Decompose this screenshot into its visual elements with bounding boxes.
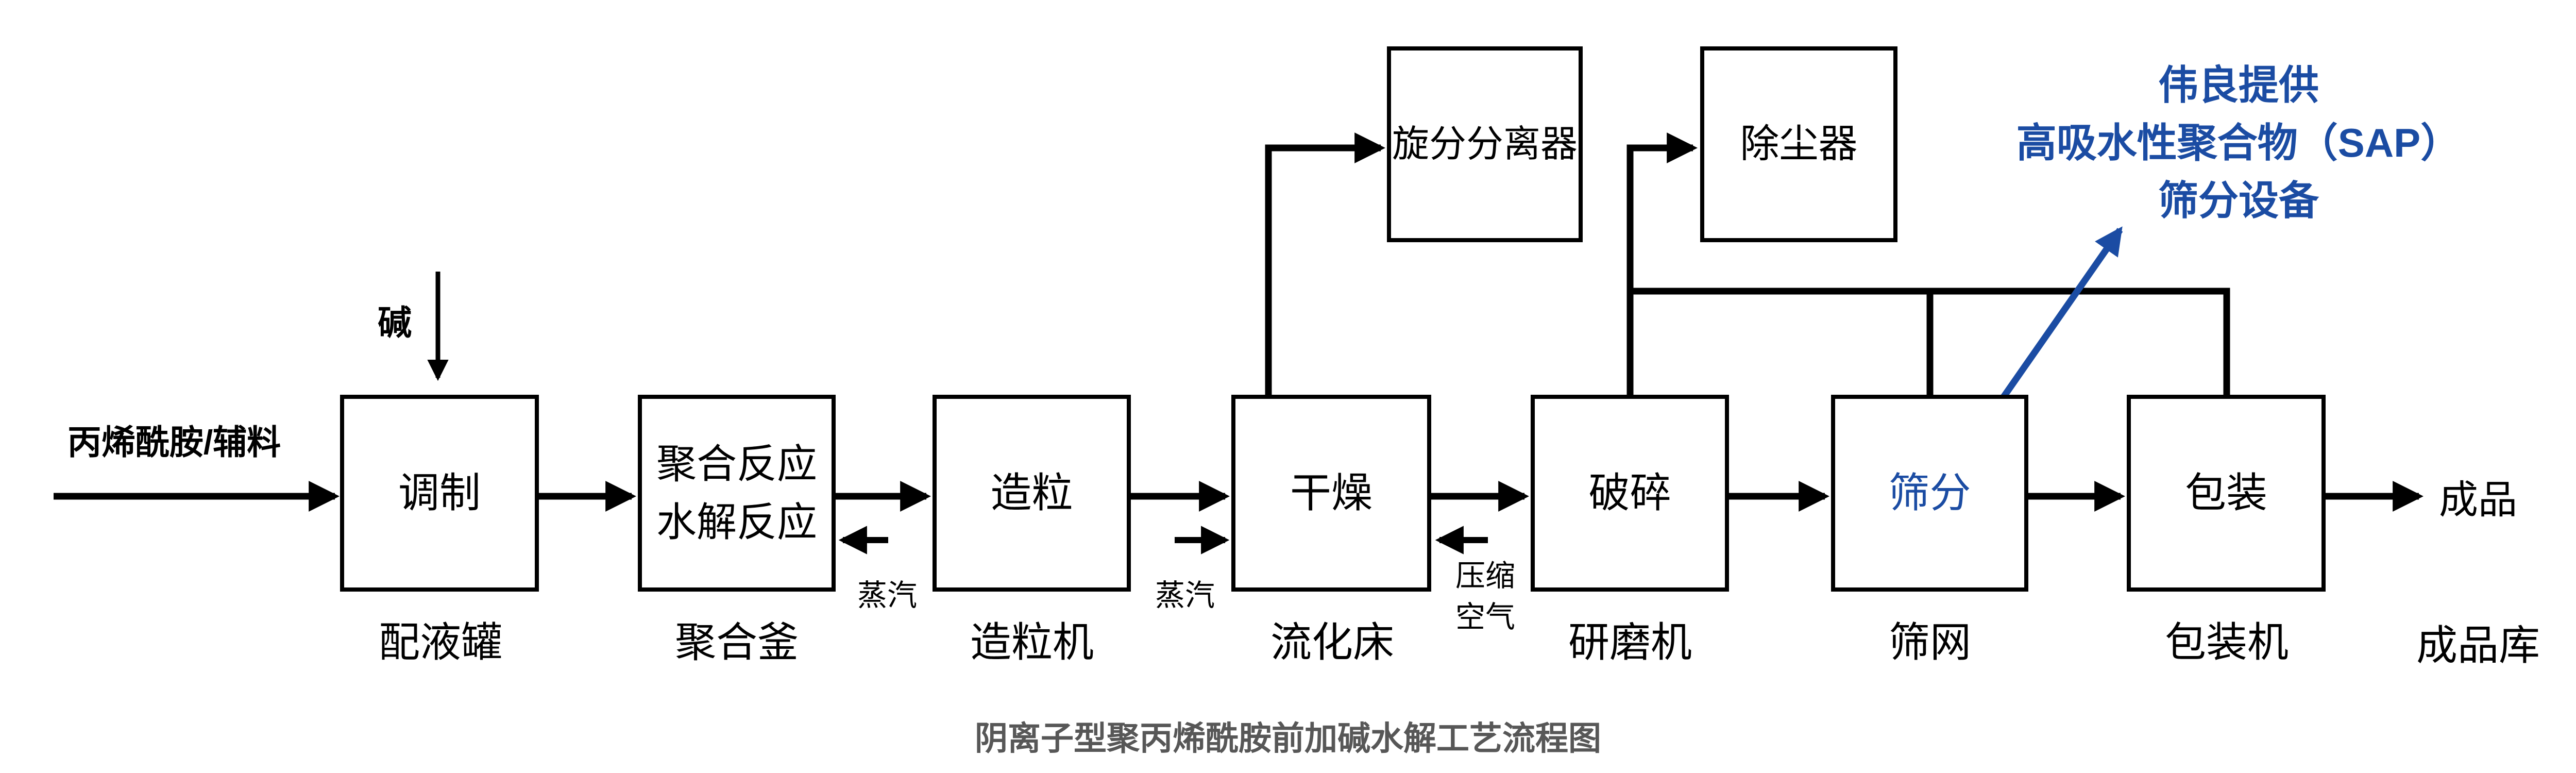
label-product-warehouse: 成品库 — [2416, 623, 2540, 668]
process-box-crushing-label: 破碎 — [1588, 470, 1671, 516]
label-steam-2: 蒸汽 — [1155, 579, 1215, 612]
equipment-label-polymerization-kettle: 聚合釜 — [675, 619, 799, 665]
process-box-granulation-label: 造粒 — [990, 470, 1073, 516]
equipment-label-grinder: 研磨机 — [1568, 619, 1692, 665]
vendor-annotation-line2: 高吸水性聚合物（SAP） — [2016, 120, 2461, 165]
process-box-screening-label: 筛分 — [1888, 470, 1971, 516]
diagram-title: 阴离子型聚丙烯酰胺前加碱水解工艺流程图 — [975, 720, 1601, 757]
equipment-label-granulator: 造粒机 — [970, 619, 1094, 665]
box-cyclone-separator: 旋分分离器 — [1387, 46, 1583, 242]
label-compressed-air-line2: 空气 — [1455, 600, 1516, 634]
process-box-polymerization: 聚合反应 水解反应 — [638, 395, 836, 592]
duct-line-main — [1630, 288, 2230, 395]
cyclone-separator-label: 旋分分离器 — [1392, 123, 1578, 165]
process-box-mixing-label: 调制 — [398, 470, 481, 516]
process-box-granulation: 造粒 — [933, 395, 1131, 592]
process-box-drying: 干燥 — [1231, 395, 1431, 592]
label-steam-1: 蒸汽 — [857, 579, 918, 612]
vendor-annotation-line3: 筛分设备 — [2158, 178, 2319, 223]
process-box-polymerization-label-line1: 聚合反应 — [656, 441, 817, 486]
label-compressed-air-line1: 压缩 — [1455, 559, 1516, 593]
process-box-mixing: 调制 — [340, 395, 539, 592]
equipment-label-solution-tank: 配液罐 — [379, 619, 502, 665]
process-box-polymerization-label-line2: 水解反应 — [656, 499, 817, 545]
process-box-packing: 包装 — [2127, 395, 2326, 592]
label-finished-product: 成品 — [2439, 478, 2517, 522]
dust-collector-label: 除尘器 — [1740, 122, 1858, 166]
label-compressed-air: 压缩 空气 — [1455, 556, 1515, 638]
line-crusher-to-dust-collector — [1626, 132, 1698, 395]
vendor-annotation: 伟良提供 高吸水性聚合物（SAP） 筛分设备 — [2016, 56, 2461, 229]
process-box-packing-label: 包装 — [2185, 470, 2267, 516]
equipment-label-screen-mesh: 筛网 — [1889, 619, 1971, 665]
line-dryer-to-cyclone — [1265, 132, 1385, 395]
label-alkali: 碱 — [378, 304, 412, 342]
process-box-drying-label: 干燥 — [1290, 470, 1372, 516]
process-box-crushing: 破碎 — [1531, 395, 1729, 592]
label-feed-acrylamide: 丙烯酰胺/辅料 — [67, 423, 281, 461]
equipment-label-packing-machine: 包装机 — [2165, 619, 2289, 665]
box-dust-collector: 除尘器 — [1700, 46, 1897, 242]
equipment-label-fluidized-bed: 流化床 — [1270, 619, 1394, 665]
process-box-screening: 筛分 — [1831, 395, 2028, 592]
vendor-annotation-line1: 伟良提供 — [2158, 62, 2319, 108]
